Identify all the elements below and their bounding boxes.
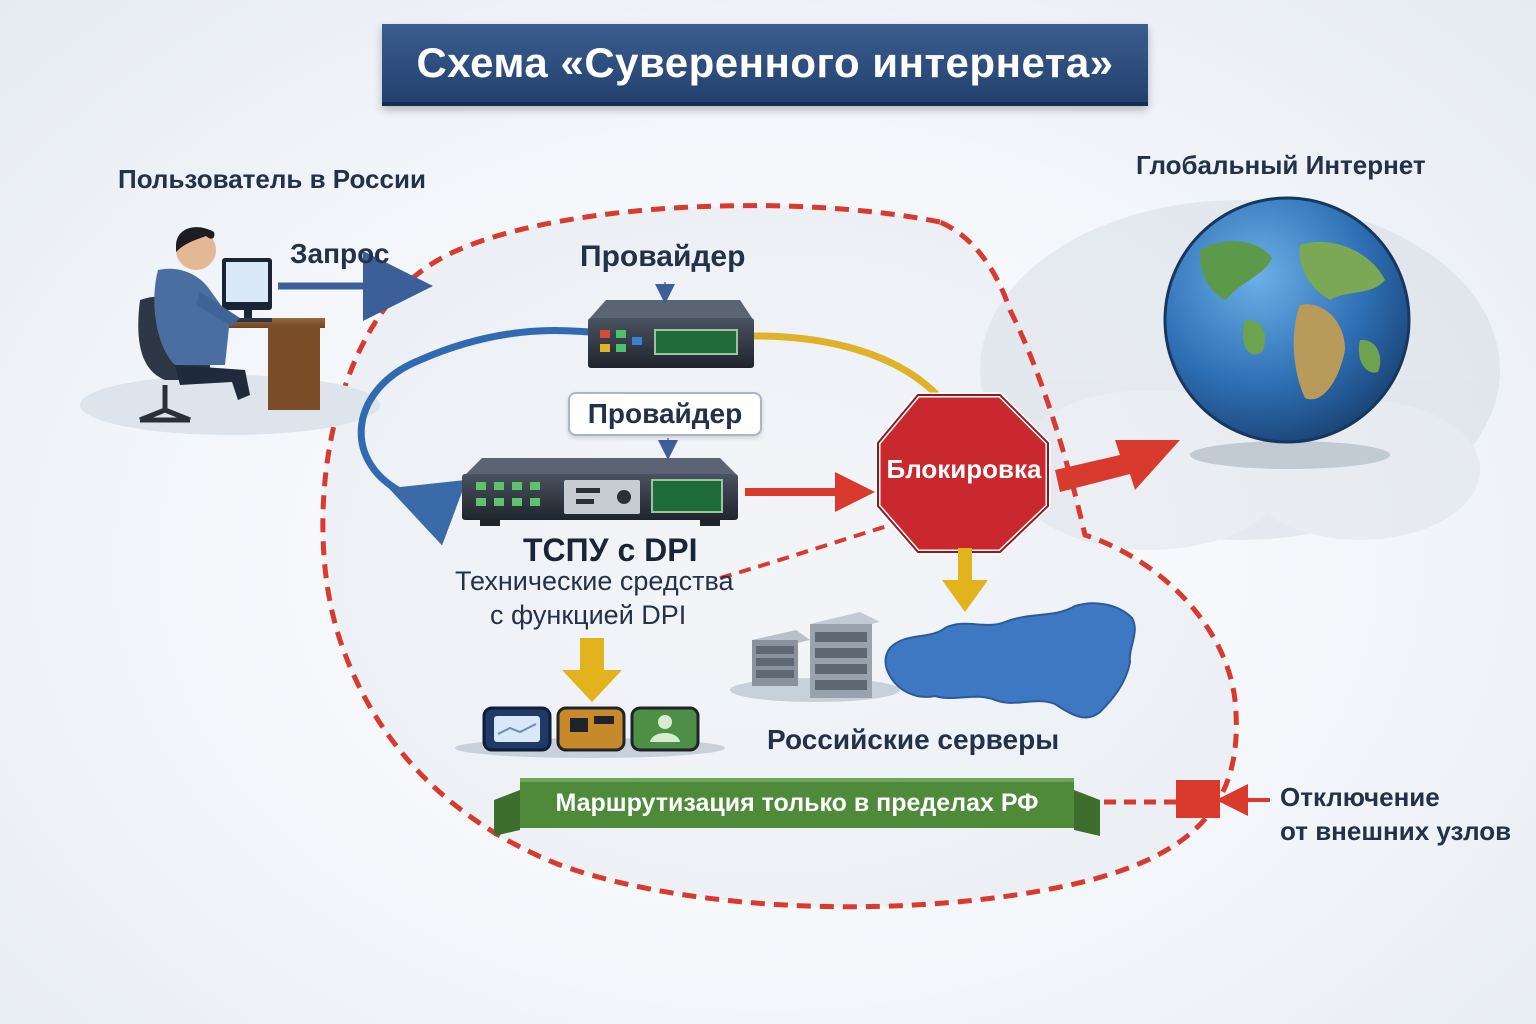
traffic-curve-arrow [357,327,591,546]
domestic-services-tiles-icon [455,706,725,758]
routing-label: Маршрутизация только в пределах РФ [520,778,1074,828]
russian-servers-icon [730,612,900,702]
disconnect-block-icon [1176,780,1220,818]
services-down-arrow [562,638,622,702]
russia-map-icon [884,602,1136,719]
traffic-curve-arrow-right [747,332,943,401]
provider-top-label: Провайдер [580,240,746,273]
user-label: Пользователь в России [118,164,426,194]
disconnect-line1: Отключение [1280,782,1440,812]
outgoing-block-arrow [1055,440,1180,492]
title-banner: Схема «Суверенного интернета» [382,24,1148,106]
provider-tag: Провайдер [568,392,762,436]
routing-ribbon [494,778,1100,836]
global-internet-label: Глобальный Интернет [1136,150,1426,180]
redirect-down-arrow [942,548,988,612]
tspu-title: ТСПУ с DPI [523,532,698,568]
blocked-traffic-arrow [745,472,875,512]
diagram-title: Схема «Суверенного интернета» [416,39,1114,86]
disconnect-line2: от внешних узлов [1280,816,1512,846]
globe-icon [1163,196,1411,469]
provider-tag-label: Провайдер [587,398,743,429]
routing-text: Маршрутизация только в пределах РФ [555,788,1039,817]
stop-sign-icon [875,392,1051,555]
dpi-device-icon [462,438,738,526]
request-label: Запрос [290,238,390,269]
tspu-desc-line2: с функцией DPI [490,600,687,630]
tspu-desc-line1: Технические средства [455,566,734,596]
provider-router-icon [588,282,754,368]
blocking-label: Блокировка [886,454,1042,484]
user-at-desk-icon [80,227,380,435]
russian-servers-label: Российские серверы [767,724,1060,755]
